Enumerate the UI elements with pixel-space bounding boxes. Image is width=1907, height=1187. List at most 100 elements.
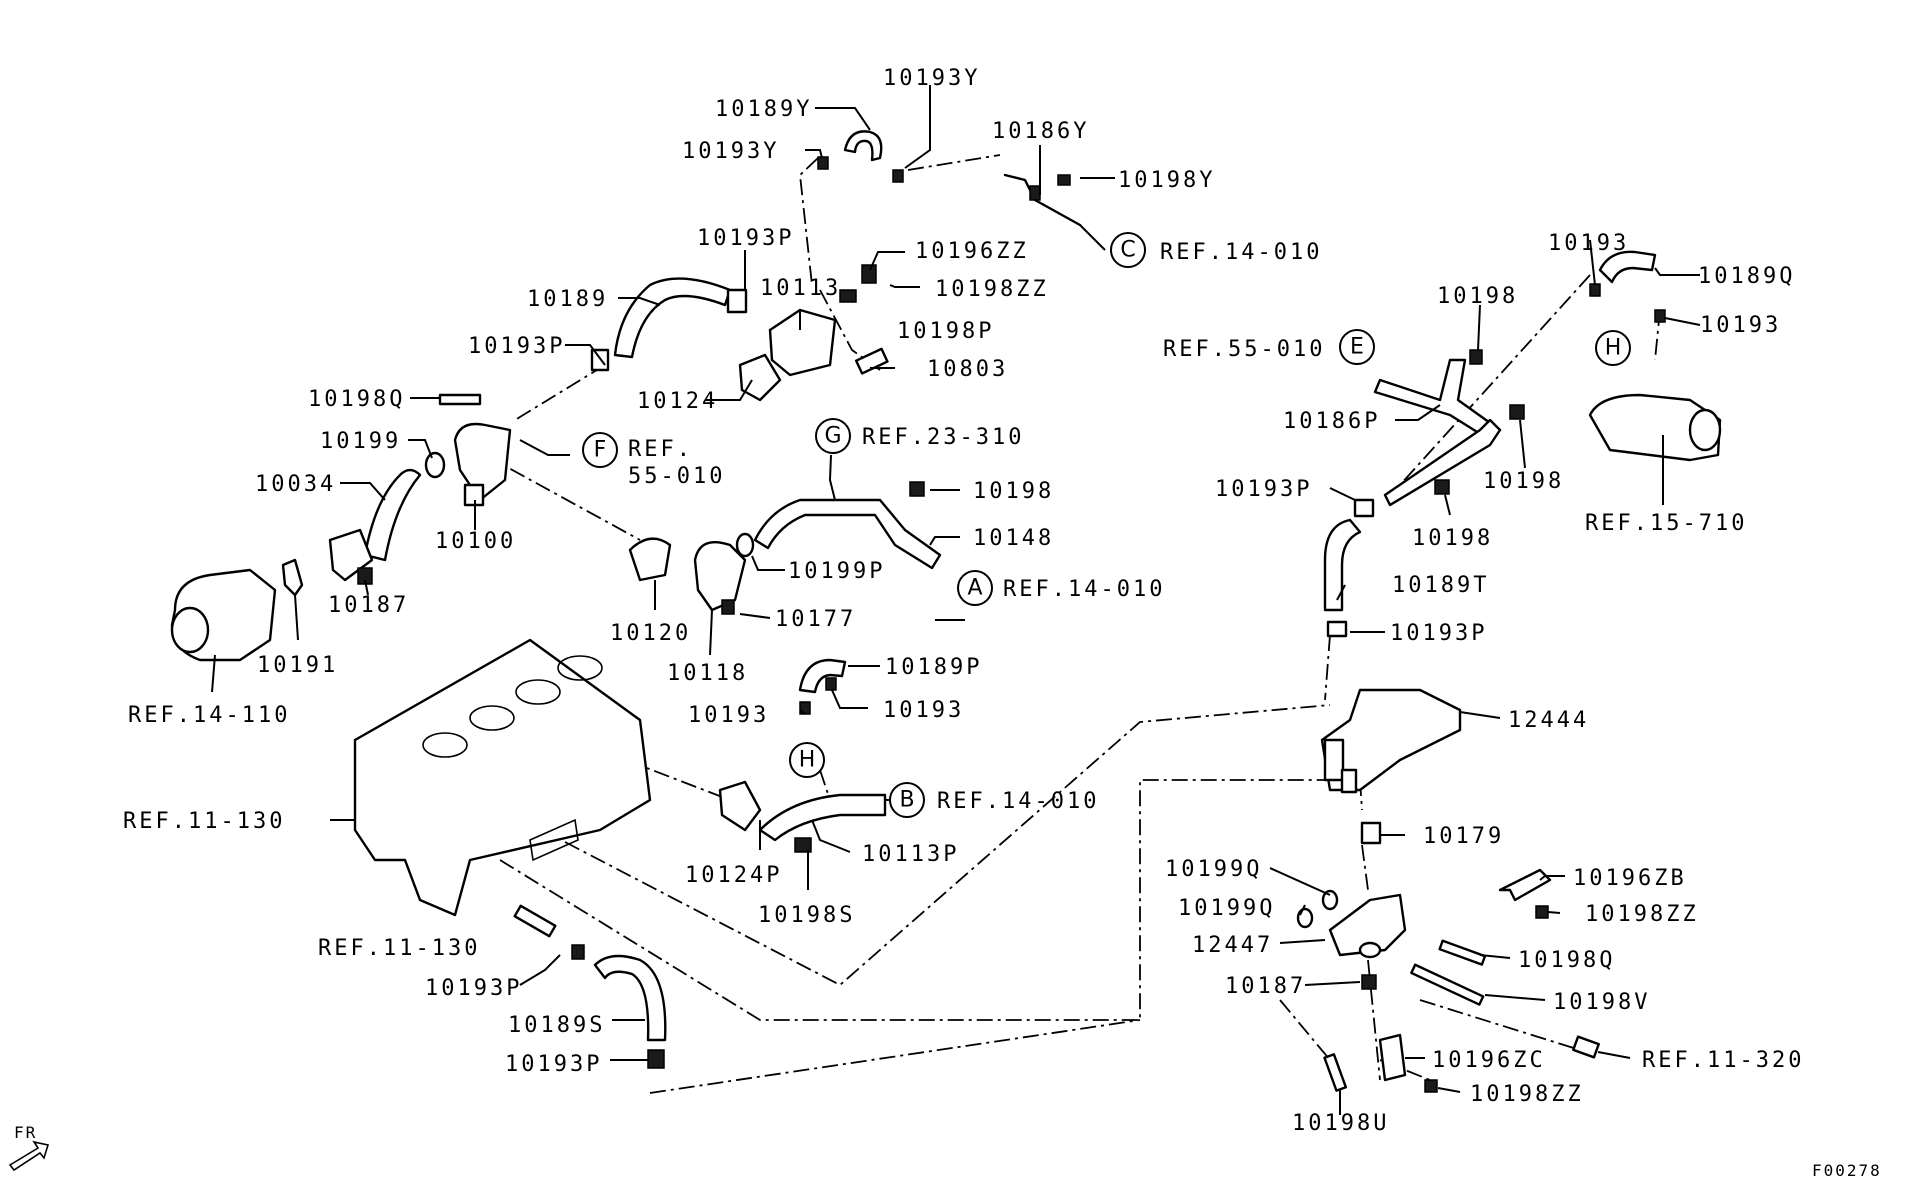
pipe-10186P [1373, 358, 1502, 442]
label-10189Y: 10189Y [715, 97, 812, 122]
label-10198Y: 10198Y [1118, 168, 1215, 193]
label-10198P: 10198P [897, 319, 994, 344]
label-10193P-f: 10193P [1390, 621, 1487, 646]
label-ref-14-110: REF.14-110 [128, 703, 290, 728]
label-10198S: 10198S [758, 903, 855, 928]
label-ref-11-320: REF.11-320 [1642, 1048, 1804, 1073]
hose-10189T [1323, 518, 1362, 612]
figure-id: F00278 [1812, 1161, 1882, 1180]
label-10196ZB: 10196ZB [1573, 866, 1687, 891]
label-10199Q-a: 10199Q [1165, 857, 1262, 882]
circle-ref-C: C [1110, 232, 1146, 268]
parts-drawing [8, 130, 1722, 1172]
bracket-10196ZB [1498, 868, 1552, 902]
bracket-12447 [1328, 893, 1407, 957]
engine-block [353, 638, 652, 917]
label-10198-b: 10198 [1437, 284, 1518, 309]
connection-lines [484, 154, 1661, 1094]
label-10199Q-b: 10199Q [1178, 896, 1275, 921]
label-ref-f-1: REF. [628, 437, 693, 462]
label-10193-a: 10193 [688, 703, 769, 728]
inlet-10118 [693, 540, 747, 612]
part-labels: 10193Y 10189Y 10186Y 10193Y 10198Y REF.1… [14, 66, 1882, 1180]
label-ref-14-010-c: REF.14-010 [1160, 240, 1322, 265]
label-10191: 10191 [257, 653, 338, 678]
clamp-10193Y-left [817, 156, 829, 170]
label-10120: 10120 [610, 621, 691, 646]
label-10803: 10803 [927, 357, 1008, 382]
hose-10189Q [1598, 250, 1657, 284]
circle-ref-H-left: H [789, 742, 825, 778]
label-10177: 10177 [775, 607, 856, 632]
label-10193-b: 10193 [883, 698, 964, 723]
circle-ref-A: A [957, 570, 993, 606]
label-10198ZZ-a: 10198ZZ [935, 277, 1049, 302]
label-10193P-e: 10193P [1215, 477, 1312, 502]
label-10196ZZ: 10196ZZ [915, 239, 1029, 264]
throttle-body-15-710 [1588, 393, 1722, 462]
label-12447: 12447 [1192, 933, 1273, 958]
label-10193P-a: 10193P [697, 226, 794, 251]
hose-10189P [798, 658, 847, 694]
label-12444: 12444 [1508, 708, 1589, 733]
label-10186P: 10186P [1283, 409, 1380, 434]
label-10193Y-left: 10193Y [682, 139, 779, 164]
label-ref-15-710: REF.15-710 [1585, 511, 1747, 536]
svg-text:F: F [594, 438, 607, 463]
clamp-10193Y-top [892, 169, 904, 183]
label-10193P-c: 10193P [425, 976, 522, 1001]
pipe-10148 [753, 498, 942, 570]
housing-10113 [768, 308, 837, 377]
pipe-10113P [758, 793, 887, 842]
label-ref-11-130-b: REF.11-130 [318, 936, 480, 961]
svg-text:C: C [1120, 238, 1135, 263]
svg-text:H: H [1605, 336, 1622, 361]
label-10124: 10124 [637, 389, 718, 414]
label-10196ZC: 10196ZC [1432, 1048, 1546, 1073]
gasket-10124 [738, 353, 782, 402]
svg-text:A: A [967, 576, 982, 601]
label-10189Q: 10189Q [1698, 264, 1795, 289]
leader-lines [211, 85, 1701, 1115]
label-10199: 10199 [320, 429, 401, 454]
label-ref-14-010-a: REF.14-010 [1003, 577, 1165, 602]
hose-10034 [363, 468, 422, 562]
label-10187-a: 10187 [328, 593, 409, 618]
label-10034: 10034 [255, 472, 336, 497]
label-10113: 10113 [760, 276, 841, 301]
label-10189P: 10189P [885, 655, 982, 680]
label-10198Q-b: 10198Q [1518, 948, 1615, 973]
label-10199P: 10199P [788, 559, 885, 584]
label-ref-f-2: 55-010 [628, 464, 725, 489]
label-10189T: 10189T [1392, 573, 1489, 598]
label-10118: 10118 [667, 661, 748, 686]
label-10193P-b: 10193P [468, 334, 565, 359]
label-10124P: 10124P [685, 863, 782, 888]
circle-ref-B: B [889, 782, 925, 818]
label-10187-b: 10187 [1225, 974, 1306, 999]
circle-ref-H-right: H [1595, 330, 1631, 366]
label-10198ZZ-c: 10198ZZ [1470, 1082, 1584, 1107]
label-ref-55-010: REF.55-010 [1163, 337, 1325, 362]
circle-ref-G: G [815, 418, 851, 454]
svg-text:E: E [1350, 335, 1364, 360]
svg-text:H: H [799, 748, 816, 773]
label-10189: 10189 [527, 287, 608, 312]
label-fr: FR [14, 1123, 37, 1142]
svg-text:B: B [899, 788, 914, 813]
label-10100: 10100 [435, 529, 516, 554]
hose-10189 [613, 277, 732, 359]
circled-refs: C E F G H A H B [582, 232, 1631, 818]
svg-text:G: G [824, 424, 841, 449]
label-10113P: 10113P [862, 842, 959, 867]
thermostat-10120 [628, 537, 672, 582]
hose-10189Y [843, 130, 883, 162]
label-ref-23-310: REF.23-310 [862, 425, 1024, 450]
label-10198U: 10198U [1292, 1111, 1389, 1136]
label-10198V: 10198V [1553, 990, 1650, 1015]
label-10186Y: 10186Y [992, 119, 1089, 144]
label-ref-11-130-a: REF.11-130 [123, 809, 285, 834]
label-10198-c: 10198 [1483, 469, 1564, 494]
circle-ref-E: E [1339, 329, 1375, 365]
